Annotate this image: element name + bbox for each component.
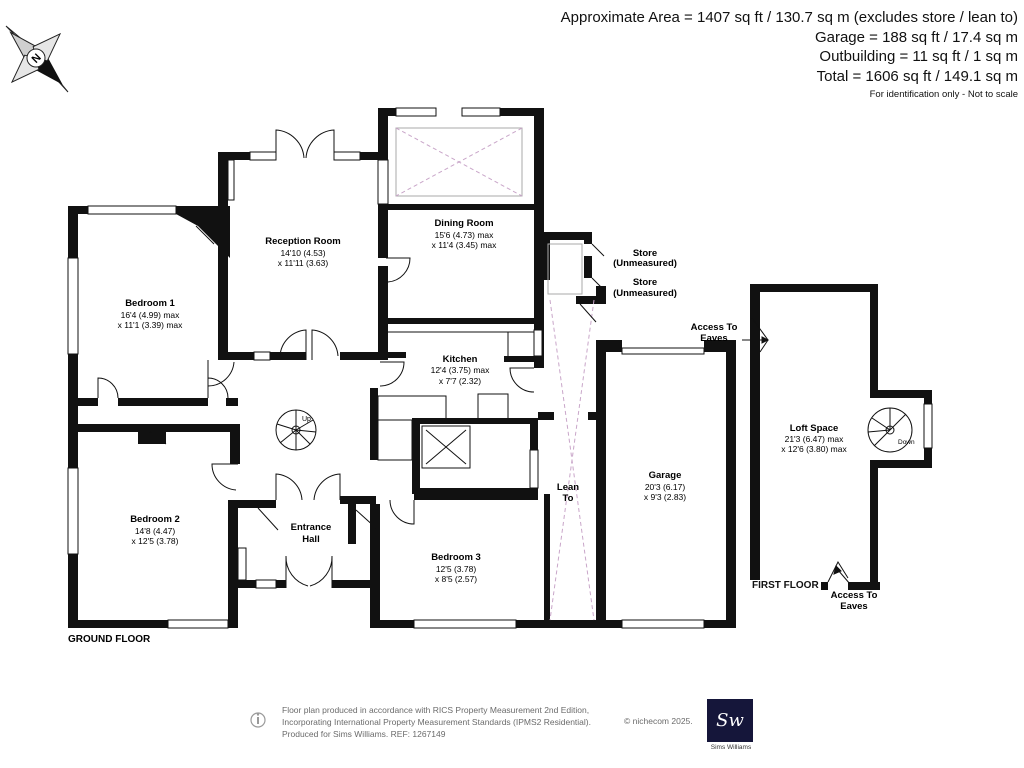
stairs-up: Up [275,409,317,451]
door-swings [97,129,605,588]
first-floor-caption: FIRST FLOOR [750,580,821,591]
windows [67,107,705,629]
ground-floor-label: GROUND FLOOR [68,634,151,645]
loft-name: Loft Space [790,423,839,434]
bedroom1-name: Bedroom 1 [125,298,175,309]
sims-williams-logo: Sw [707,699,753,742]
footer-line: Produced for Sims Williams. REF: 1267149 [282,729,446,739]
bedroom2-dim: 14'8 (4.47) [135,526,176,536]
store1-name: (Unmeasured) [613,258,677,269]
garage-name: Garage [649,470,682,481]
loft-window [923,403,933,449]
store2-name: Store [633,277,657,288]
disclaimer-note: For identification only - Not to scale [869,89,1018,100]
bedroom3-dim: x 8'5 (2.57) [435,574,477,584]
footer-line: Floor plan produced in accordance with R… [282,705,590,715]
room-labels: Bedroom 1 16'4 (4.99) max x 11'1 (3.39) … [118,218,878,612]
kitchen-dim: x 7'7 (2.32) [439,376,481,386]
reception-name: Reception Room [265,236,340,247]
bedroom2-dim: x 12'5 (3.78) [132,536,179,546]
access-eaves-top: Eaves [700,333,727,344]
dining-name: Dining Room [434,218,493,229]
stairs-down: Down [867,407,915,453]
dining-skylight [395,127,523,197]
bedroom2-name: Bedroom 2 [130,514,180,525]
ground-floor-walls [68,108,736,628]
footer-text: Floor plan produced in accordance with R… [282,704,591,740]
logo-caption: Sims Williams [710,744,752,751]
area-summary-line: Approximate Area = 1407 sq ft / 130.7 sq… [560,9,1018,26]
total-area-line: Total = 1606 sq ft / 149.1 sq m [816,67,1018,85]
access-eaves-top: Access To [691,322,738,333]
reception-dim: 14'10 (4.53) [280,248,325,258]
info-icon [250,712,266,728]
bedroom1-dim: x 11'1 (3.39) max [118,320,184,330]
copyright-text: © nichecom 2025. [624,716,693,726]
garage-area-line: Garage = 188 sq ft / 17.4 sq m [814,28,1018,46]
access-eaves-bottom: Access To [831,590,878,601]
store1-name: Store [633,248,657,259]
bedroom1-dim: 16'4 (4.99) max [121,310,181,320]
garage-dim: 20'3 (6.17) [645,482,686,492]
outbuilding-area-line: Outbuilding = 11 sq ft / 1 sq m [819,48,1018,65]
leanto-name: Lean [557,482,579,493]
stairs-down-label: Down [898,439,915,446]
leanto-name: To [563,493,574,504]
kitchen-name: Kitchen [443,354,478,365]
compass-icon: N [5,25,69,93]
dining-dim: x 11'4 (3.45) max [432,240,498,250]
ground-floor-internal-lines [377,243,583,469]
hall-name: Entrance [291,522,332,533]
store2-name: (Unmeasured) [613,288,677,299]
lean-to-dashes [549,299,595,621]
hall-name: Hall [302,534,319,545]
access-eaves-bottom: Eaves [840,601,867,612]
footer-line: Incorporating International Property Mea… [282,717,591,727]
eaves-arrows [742,336,851,585]
bedroom3-name: Bedroom 3 [431,552,481,563]
area-summary: Approximate Area = 1407 sq ft / 130.7 sq… [561,8,1018,102]
kitchen-dim: 12'4 (3.75) max [431,365,491,375]
dining-dim: 15'6 (4.73) max [435,230,495,240]
loft-dim: 21'3 (6.47) max [785,434,845,444]
stairs-up-label: Up [302,416,311,423]
bedroom3-dim: 12'5 (3.78) [436,564,477,574]
reception-dim: x 11'11 (3.63) [278,258,329,268]
garage-dim: x 9'3 (2.83) [644,492,686,502]
loft-dim: x 12'6 (3.80) max [781,444,847,454]
